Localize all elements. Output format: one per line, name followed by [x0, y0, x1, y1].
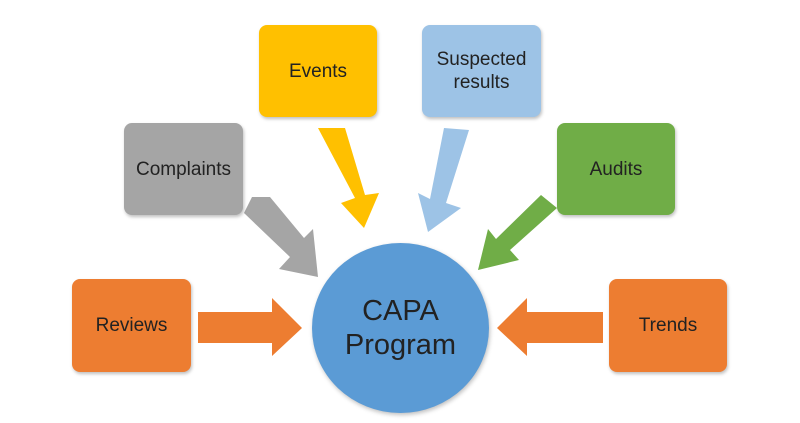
node-trends: Trends [609, 279, 727, 372]
node-label-complaints: Complaints [135, 158, 232, 180]
node-label-audits: Audits [589, 158, 643, 180]
arrow-complaints [244, 197, 318, 277]
node-label-events: Events [288, 60, 348, 82]
node-reviews: Reviews [72, 279, 191, 372]
node-complaints: Complaints [124, 123, 243, 215]
node-audits: Audits [557, 123, 675, 215]
center-node-capa-program: CAPA Program [312, 243, 489, 413]
node-events: Events [259, 25, 377, 117]
node-suspected-results: Suspected results [422, 25, 541, 117]
node-label-suspected-results: Suspected results [436, 49, 527, 93]
node-label-reviews: Reviews [95, 315, 168, 336]
center-label: CAPA Program [344, 295, 457, 361]
arrow-reviews [198, 298, 302, 356]
arrow-suspected-results [418, 128, 469, 232]
node-label-trends: Trends [638, 315, 698, 336]
arrow-trends [497, 298, 603, 356]
arrow-audits [478, 195, 557, 270]
arrow-events [318, 128, 379, 228]
